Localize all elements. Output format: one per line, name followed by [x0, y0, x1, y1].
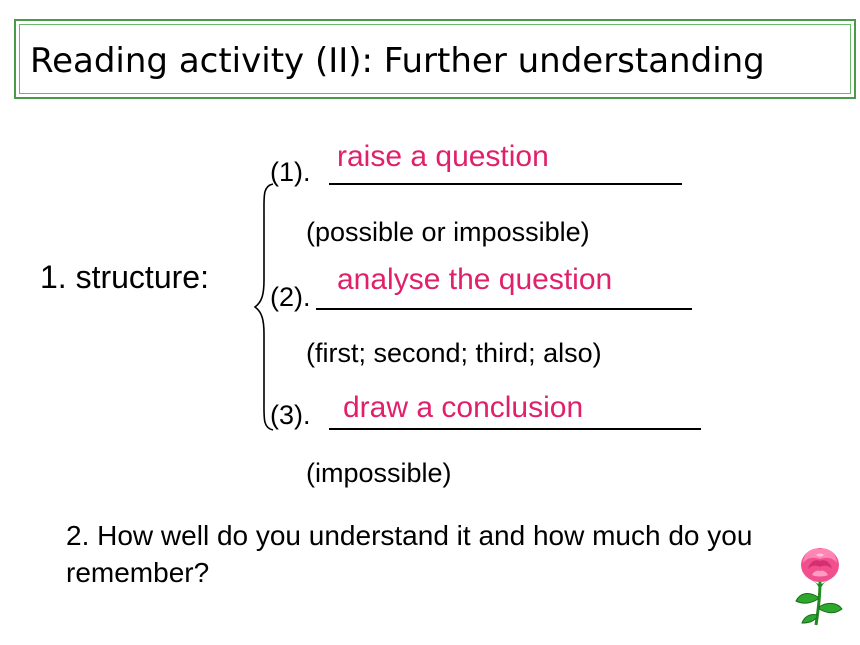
item-3-blank-line: [329, 428, 701, 430]
title-banner-inner-border: [19, 24, 851, 94]
structure-label: 1. structure:: [40, 259, 209, 295]
item-2-hint: (first; second; third; also): [306, 338, 602, 368]
item-1-hint: (possible or impossible): [306, 217, 590, 247]
item-3-answer: draw a conclusion: [343, 391, 584, 424]
page-title: Reading activity (II): Further understan…: [30, 41, 765, 81]
title-banner: Reading activity (II): Further understan…: [14, 19, 856, 99]
item-2-number: (2).: [270, 282, 311, 312]
item-2-answer: analyse the question: [337, 263, 613, 296]
item-1-number: (1).: [270, 157, 311, 187]
item-2-blank-line: [316, 308, 692, 310]
pink-rose-icon: [795, 548, 843, 626]
item-3-number: (3).: [270, 400, 311, 430]
curly-brace: [253, 183, 274, 431]
item-1-answer: raise a question: [337, 140, 549, 173]
question-2: 2. How well do you understand it and how…: [66, 520, 753, 588]
item-3-hint: (impossible): [306, 458, 452, 488]
item-1-blank-line: [329, 183, 682, 185]
